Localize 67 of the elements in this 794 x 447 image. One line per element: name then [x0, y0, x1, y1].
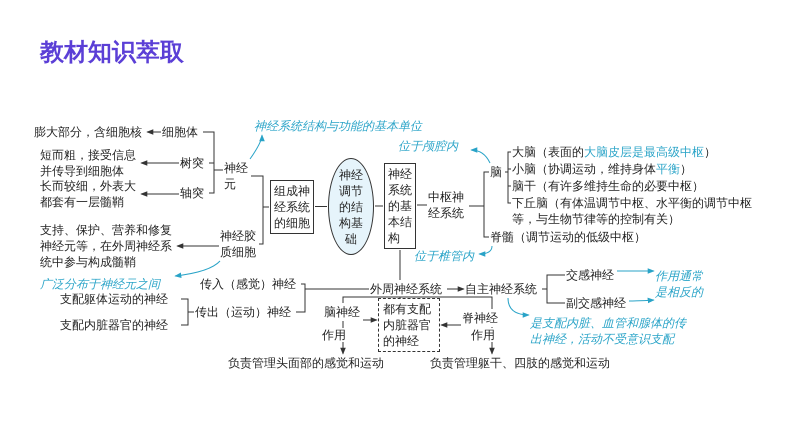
description-text: 支配内脏器官的神经: [60, 317, 180, 333]
concept-label: 脑神经: [324, 304, 362, 320]
leader-arrow: [250, 134, 264, 160]
concept-label: 交感神经: [566, 267, 616, 283]
concept-label: 细胞体: [162, 124, 202, 140]
annotation-text: 作用通常是相反的: [655, 268, 707, 300]
concept-label: 神经元: [224, 160, 250, 192]
connector-line: [504, 168, 512, 172]
connector-line: [416, 204, 428, 206]
description-text: 长而较细，外表大都套有一层髓鞘: [40, 178, 140, 210]
leader-arrow: [174, 260, 220, 278]
description-text: 脊髓（调节运动的低级中枢）: [490, 229, 770, 245]
concept-ellipse: 神经调节的结构基础: [328, 158, 374, 255]
arrow: [440, 322, 462, 328]
leader-arrow: [616, 268, 655, 274]
arrow: [446, 286, 465, 292]
leader-arrow: [508, 298, 530, 318]
annotation-text: 神经系统结构与功能的基本单位: [254, 118, 444, 134]
connector-line: [542, 288, 566, 304]
concept-label: 传入（感觉）神经: [200, 276, 300, 292]
concept-label: 神经胶质细胞: [220, 228, 258, 260]
edge-label: 作用: [321, 328, 347, 342]
concept-box: 神经系统的基本结构: [384, 163, 416, 249]
description-text: 膨大部分，含细胞核: [34, 124, 146, 140]
title: 教材知识萃取: [40, 37, 184, 68]
concept-label: 轴突: [180, 185, 208, 201]
description-text: 负责管理躯干、四肢的感觉和运动: [430, 355, 624, 371]
connector-line: [208, 170, 224, 194]
description-text: 短而粗，接受信息并传导到细胞体: [40, 147, 140, 179]
description-text: 下丘脑（有体温调节中枢、水平衡的调节中枢等，与生物节律等的控制有关）: [512, 195, 774, 227]
description-text: 支持、保护、营养和修复神经元等，在外周神经系统中参与构成髓鞘: [40, 222, 176, 270]
annotation-text: 广泛分布于神经元之间: [40, 276, 174, 292]
concept-box: 都有支配内脏器官的神经: [378, 298, 440, 352]
connector-line: [342, 296, 400, 304]
connector-line: [468, 206, 490, 238]
connector-line: [180, 312, 194, 326]
concept-label: 树突: [180, 155, 208, 171]
leader-arrow: [470, 147, 490, 164]
concept-label: 外周神经系统: [370, 281, 446, 297]
edge-label: 作用: [470, 328, 496, 342]
description-text: 支配躯体运动的神经: [60, 291, 180, 307]
description-text: 小脑（协调运动，维持身体平衡）: [512, 161, 782, 177]
arrow: [146, 129, 162, 135]
connector-line: [504, 172, 512, 204]
leader-arrow: [628, 298, 655, 304]
arrow: [140, 191, 180, 197]
concept-label: 副交感神经: [566, 295, 628, 311]
connector-line: [314, 206, 328, 207]
annotation-text: 位于椎管内: [414, 248, 478, 264]
description-text: 脑干（有许多维持生命的必要中枢）: [512, 178, 782, 194]
connector-line: [296, 288, 370, 312]
arrow: [140, 160, 180, 166]
arrow: [362, 317, 378, 323]
concept-label: 中枢神经系统: [428, 189, 468, 221]
description-text: 大脑（表面的大脑皮层是最高级中枢）: [512, 144, 782, 160]
concept-label: 脊神经: [462, 310, 502, 326]
annotation-text: 是支配内脏、血管和腺体的传出神经，活动不受意识支配: [530, 315, 696, 347]
concept-label: 传出（运动）神经: [195, 304, 295, 320]
concept-label: 脑: [490, 164, 504, 180]
description-text: 负责管理头面部的感觉和运动: [228, 355, 398, 371]
annotation-text: 位于颅腔内: [398, 138, 470, 154]
leader-arrow: [478, 246, 492, 257]
connector-line: [400, 296, 492, 310]
connector-line: [258, 206, 270, 244]
arrow: [176, 243, 220, 249]
concept-label: 自主神经系统: [465, 281, 541, 297]
concept-box: 组成神经系统的细胞: [270, 180, 314, 234]
